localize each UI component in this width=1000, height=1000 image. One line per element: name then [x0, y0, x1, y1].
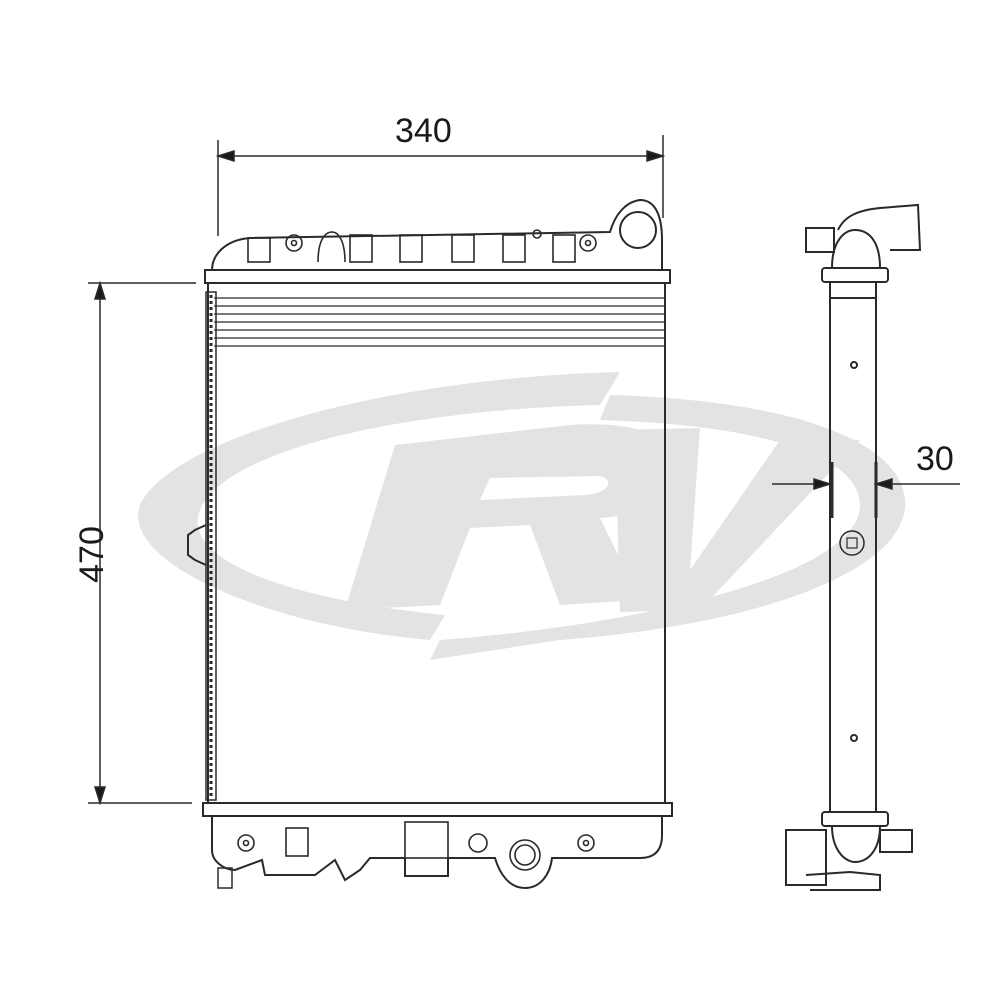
depth-dimension-label: 30 [916, 440, 954, 478]
width-dimension-label: 340 [395, 112, 452, 150]
side-view [785, 203, 922, 891]
height-dimension-label: 470 [72, 526, 111, 583]
dimension-lines [88, 135, 960, 806]
front-view [187, 198, 673, 890]
rv-watermark [138, 372, 906, 660]
